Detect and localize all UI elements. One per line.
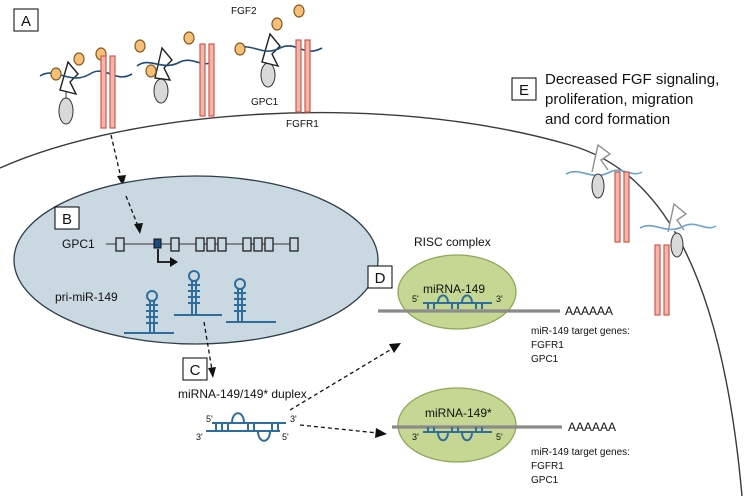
pri-mir-149-hairpins [124, 270, 276, 334]
gpc1-membrane-label: GPC1 [251, 97, 279, 108]
arrow-to-duplex [203, 321, 213, 371]
panel-a-label: A [21, 13, 31, 30]
targets-title-top: miR-149 target genes: [531, 326, 630, 337]
risc-complex-bottom [397, 387, 517, 463]
mirna-149-star-strand [423, 427, 492, 442]
gpc1-exons [115, 237, 299, 252]
fgfr1-membrane-label: FGFR1 [286, 119, 319, 130]
mirna-149-label: miRNA-149 [423, 282, 485, 296]
panel-c-label: C [190, 362, 201, 379]
panel-a-box [13, 8, 39, 32]
mirna-149-star-5-prime: 5' [496, 432, 503, 442]
targets-fgfr1-bottom: FGFR1 [531, 461, 564, 472]
panel-c-box [182, 357, 208, 381]
transcription-arrow [157, 249, 172, 263]
panel-e-line-1: Decreased FGF signaling, [545, 71, 719, 88]
duplex-3-prime-bottom: 3' [196, 432, 203, 442]
mirna-149-5-prime: 5' [412, 294, 419, 304]
duplex-label: miRNA-149/149* duplex [178, 387, 307, 401]
targets-title-bottom: miR-149 target genes: [531, 447, 630, 458]
arrow-to-gene [125, 195, 139, 227]
mirna-duplex [206, 412, 286, 442]
reduced-receptors-right [565, 143, 717, 316]
mirna-149-star-label: miRNA-149* [425, 406, 492, 420]
panel-b-box [54, 206, 80, 230]
panel-b-label: B [62, 211, 72, 228]
mirna-149-3-prime: 3' [496, 294, 503, 304]
pri-mir-149-label: pri-miR-149 [55, 290, 118, 304]
arrow-to-risc-bottom [299, 424, 379, 434]
mirna-149-strand [423, 294, 492, 309]
mir-149-locus [153, 238, 162, 249]
duplex-3-prime-top: 3' [290, 414, 297, 424]
risc-complex-label: RISC complex [414, 235, 491, 249]
panel-e-label: E [519, 82, 529, 99]
panel-e-box [511, 77, 537, 101]
targets-fgfr1-top: FGFR1 [531, 340, 564, 351]
panel-d-label: D [375, 270, 386, 287]
nucleus [13, 175, 379, 345]
fgf2-label: FGF2 [231, 6, 257, 17]
targets-gpc1-bottom: GPC1 [531, 475, 559, 486]
mirna-149-star-3-prime: 3' [412, 432, 419, 442]
panel-e-line-3: and cord formation [545, 111, 670, 128]
duplex-5-prime-bottom: 5' [282, 432, 289, 442]
duplex-5-prime-top: 5' [206, 414, 213, 424]
fgfr1-receptors [100, 39, 311, 129]
panel-d-box [367, 265, 393, 289]
fgf2-molecules [50, 4, 305, 81]
targets-gpc1-top: GPC1 [531, 354, 559, 365]
arrow-a-to-nucleus [110, 134, 122, 179]
panel-e-line-2: proliferation, migration [545, 91, 693, 108]
gpc1-gene-label: GPC1 [62, 237, 95, 251]
cell-membrane [0, 111, 743, 496]
polya-top: AAAAAA [565, 304, 613, 318]
polya-bottom: AAAAAA [568, 420, 616, 434]
